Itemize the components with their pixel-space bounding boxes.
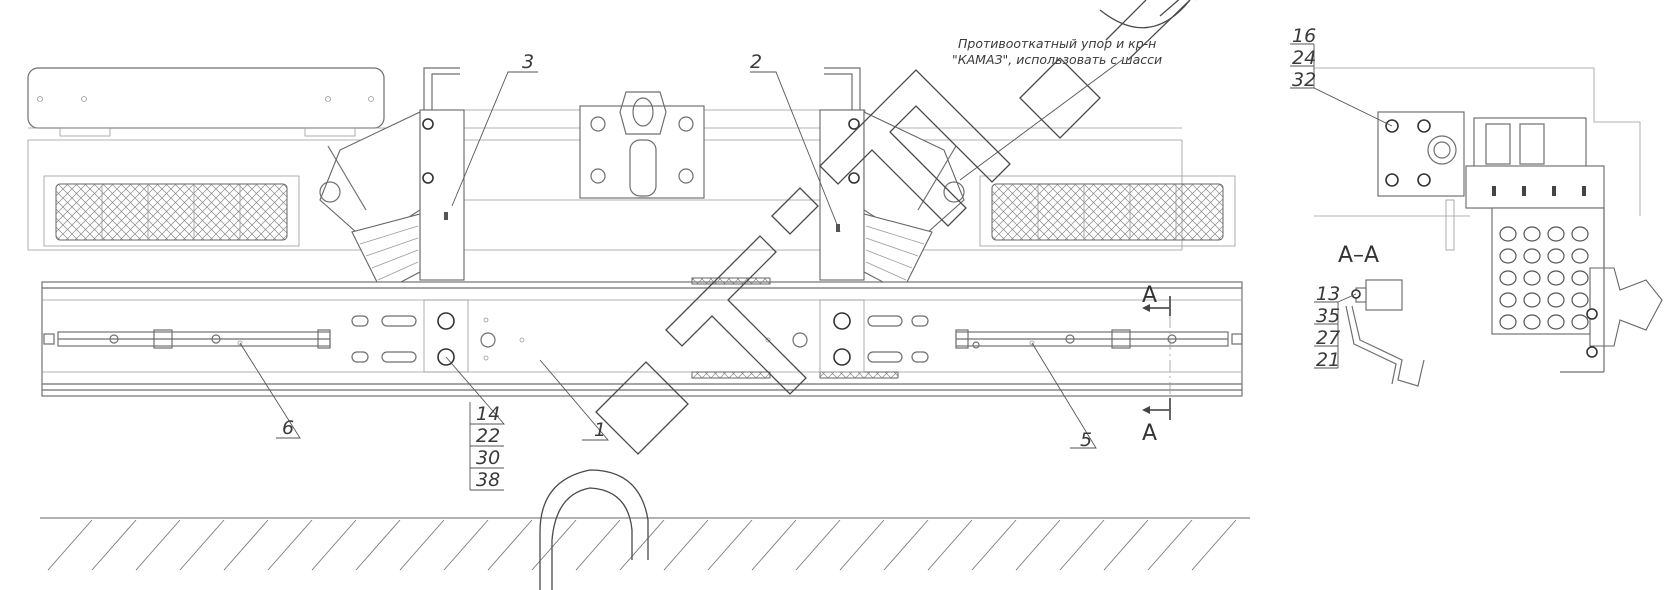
tow-hitch — [579, 91, 705, 199]
ground-hatch-stroke — [47, 519, 93, 571]
callout-35: 35 — [1316, 305, 1340, 327]
right-bracket — [819, 67, 865, 281]
ground-hatch-stroke — [267, 519, 313, 571]
ground-hatch-stroke — [707, 519, 753, 571]
left-tow-rod — [43, 329, 331, 349]
callout-30: 30 — [476, 447, 500, 469]
chock-hole — [1571, 248, 1589, 264]
chock-hole — [1499, 248, 1517, 264]
ground-hatch-stroke — [443, 519, 489, 571]
ground-hatch-stroke — [223, 519, 269, 571]
ground-hatch-stroke — [179, 519, 225, 571]
ground-hatch-stroke — [399, 519, 445, 571]
ground-hatch-stroke — [91, 519, 137, 571]
callout-38: 38 — [476, 469, 500, 491]
left-lamp-grille — [43, 175, 300, 247]
ground-hatch-stroke — [311, 519, 357, 571]
callout-2: 2 — [750, 51, 762, 73]
callout-stack-section — [1314, 293, 1357, 369]
ground-hatch-stroke — [1059, 519, 1105, 571]
section-a-a-view — [1345, 279, 1425, 387]
ground-hatch-stroke — [487, 519, 533, 571]
ground-hatch-stroke — [1103, 519, 1149, 571]
section-cut-line — [1142, 296, 1171, 420]
chock-hole — [1547, 292, 1565, 308]
chock-hole — [1571, 292, 1589, 308]
callout-21: 21 — [1316, 349, 1340, 371]
ground-hatch-stroke — [927, 519, 973, 571]
chock-hole — [1523, 314, 1541, 330]
ground-hatch-stroke — [971, 519, 1017, 571]
right-tow-rod — [955, 329, 1243, 349]
callout-14: 14 — [476, 403, 500, 425]
right-lamp-grille — [979, 175, 1236, 247]
chock-hole — [1547, 226, 1565, 242]
callout-27: 27 — [1316, 327, 1340, 349]
chock-hole — [1523, 248, 1541, 264]
ground-hatch-stroke — [751, 519, 797, 571]
right-wheel-chock — [863, 111, 965, 293]
left-bracket — [419, 67, 465, 281]
ground-hatch-stroke — [1191, 519, 1237, 571]
chock-hole — [1523, 292, 1541, 308]
callout-leaders — [239, 59, 1123, 449]
callout-stack-right-top — [1290, 43, 1393, 127]
watermark — [539, 0, 1196, 590]
ground-hatch-stroke — [575, 519, 621, 571]
chock-hole — [1499, 226, 1517, 242]
chock-hole — [1571, 314, 1589, 330]
chock-hole — [1499, 270, 1517, 286]
callout-16: 16 — [1292, 25, 1316, 47]
chock-hole — [1571, 270, 1589, 286]
callout-32: 32 — [1292, 69, 1316, 91]
callout-24: 24 — [1292, 47, 1316, 69]
chock-hole — [1571, 226, 1589, 242]
ground-hatch-stroke — [1015, 519, 1061, 571]
ground-hatch-stroke — [135, 519, 181, 571]
ground-hatch-stroke — [355, 519, 401, 571]
ground-hatch-stroke — [883, 519, 929, 571]
left-wheel-chock — [319, 111, 421, 293]
section-label-top: А — [1142, 283, 1157, 308]
ground-hatch-stroke — [531, 519, 577, 571]
callout-6: 6 — [282, 417, 294, 439]
chock-hole — [1499, 314, 1517, 330]
ground-hatch-stroke — [619, 519, 665, 571]
chock-hole — [1547, 314, 1565, 330]
chock-hole — [1547, 270, 1565, 286]
chock-hole — [1499, 292, 1517, 308]
chock-hole — [1523, 270, 1541, 286]
note-line-2: "КАМАЗ", использовать с шасси — [952, 52, 1162, 67]
section-label-bottom: А — [1142, 421, 1157, 446]
section-view-title: А–А — [1338, 243, 1379, 268]
callout-5: 5 — [1080, 429, 1092, 451]
callout-13: 13 — [1316, 283, 1340, 305]
callout-3: 3 — [522, 51, 534, 73]
ground-line — [40, 517, 1250, 571]
chock-hole — [1547, 248, 1565, 264]
ground-hatch-stroke — [1147, 519, 1193, 571]
note-line-1: Противооткатный упор и кр-н — [958, 36, 1156, 51]
callout-22: 22 — [476, 425, 500, 447]
callout-stack-left — [469, 402, 504, 491]
side-detail-view — [1314, 67, 1663, 373]
callout-1: 1 — [594, 419, 606, 441]
ground-hatch-stroke — [795, 519, 841, 571]
chock-hole — [1523, 226, 1541, 242]
ground-hatch-stroke — [663, 519, 709, 571]
ground-hatch-stroke — [839, 519, 885, 571]
